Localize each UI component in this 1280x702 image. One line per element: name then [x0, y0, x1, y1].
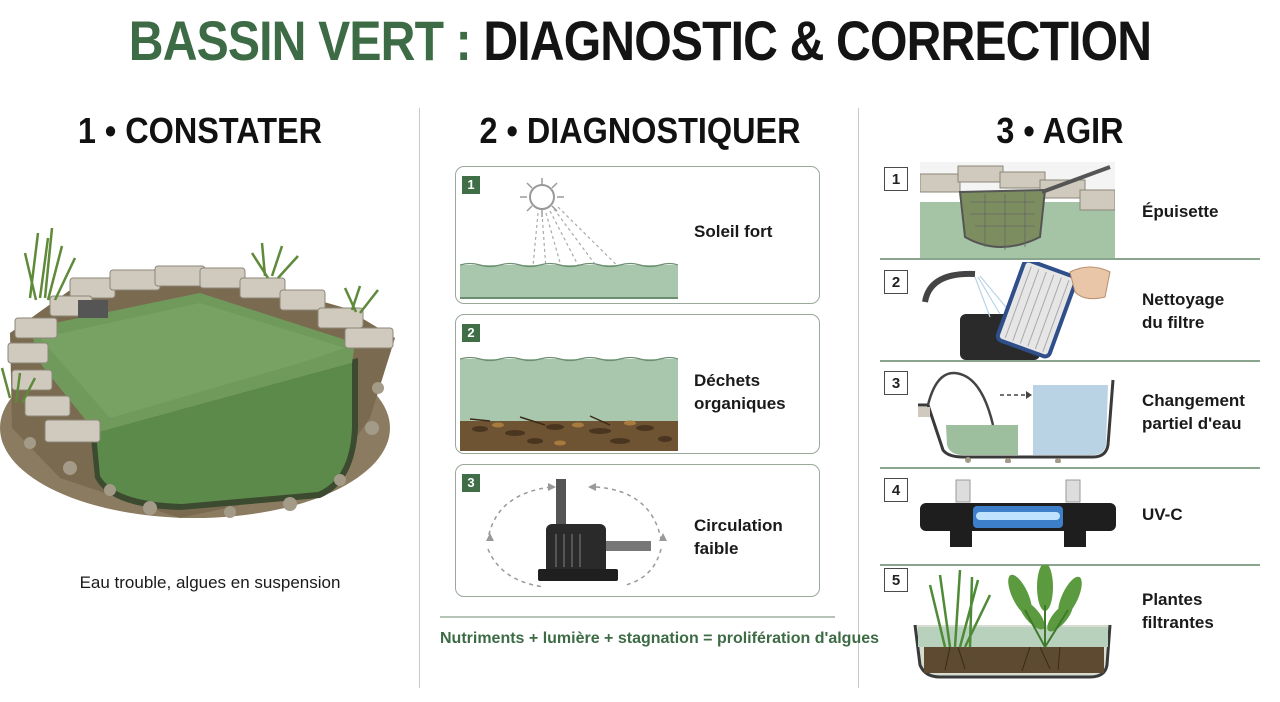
action-label-2: Nettoyage du filtre: [1142, 288, 1224, 334]
action-label-2-line-2: du filtre: [1142, 313, 1205, 332]
action-label-4-line-1: UV-C: [1142, 505, 1183, 524]
action-separator-4: [880, 564, 1260, 566]
title-part-2: DIAGNOSTIC & CORRECTION: [483, 9, 1152, 72]
title-part-1: BASSIN VERT :: [128, 9, 472, 72]
action-label-1-line-1: Épuisette: [1142, 202, 1219, 221]
pond-illustration: [0, 228, 400, 528]
constater-caption: Eau trouble, algues en suspension: [79, 573, 341, 592]
column-divider-2: [858, 108, 859, 688]
action-label-4: UV-C: [1142, 503, 1183, 526]
cause-label-2-line-1: Déchets: [694, 371, 761, 390]
water-change-icon: [918, 365, 1118, 463]
cause-label-2-line-2: organiques: [694, 394, 786, 413]
filter-cartridge-icon: [920, 262, 1120, 360]
cause-card-3: 3 Circulation faible: [455, 464, 820, 597]
action-label-3-line-1: Changement: [1142, 391, 1245, 410]
heading-agir: 3 • AGIR: [996, 110, 1124, 151]
page-title: BASSIN VERT : DIAGNOSTIC & CORRECTION: [90, 8, 1191, 73]
action-separator-1: [880, 258, 1260, 260]
action-badge-1: 1: [884, 167, 908, 191]
net-icon: [920, 162, 1115, 260]
action-label-5-line-1: Plantes: [1142, 590, 1203, 609]
cause-label-3: Circulation faible: [694, 514, 783, 560]
uv-lamp-icon: [918, 475, 1118, 555]
action-label-3: Changement partiel d'eau: [1142, 389, 1245, 435]
action-label-5-line-2: filtrantes: [1142, 613, 1214, 632]
action-label-1: Épuisette: [1142, 200, 1219, 223]
cause-label-1: Soleil fort: [694, 222, 773, 241]
cause-label-2: Déchets organiques: [694, 369, 786, 415]
action-separator-2: [880, 360, 1260, 362]
action-label-2-line-1: Nettoyage: [1142, 290, 1225, 309]
sun-icon: [460, 173, 685, 303]
column-divider-1: [419, 108, 420, 688]
cause-label-3-line-1: Circulation: [694, 516, 783, 535]
debris-illustration: [460, 321, 685, 451]
cause-badge-2: 2: [462, 324, 480, 342]
heading-constater: 1 • CONSTATER: [77, 110, 323, 151]
action-label-5: Plantes filtrantes: [1142, 588, 1214, 634]
heading-diagnostiquer: 2 • DIAGNOSTIQUER: [479, 110, 801, 151]
action-label-3-line-2: partiel d'eau: [1142, 414, 1242, 433]
cause-label-3-line-2: faible: [694, 539, 739, 558]
cause-badge-3: 3: [462, 474, 480, 492]
diagnostic-formula: Nutriments + lumière + stagnation = prol…: [440, 630, 880, 647]
action-badge-5: 5: [884, 568, 908, 592]
cause-card-1: 1 Soleil fort: [455, 166, 820, 304]
formula-rule: [440, 616, 835, 618]
pump-icon: [476, 469, 686, 594]
plants-icon: [910, 565, 1115, 680]
cause-card-2: 2 Déchets organiques: [455, 314, 820, 454]
cause-badge-1: 1: [462, 176, 480, 194]
action-badge-3: 3: [884, 371, 908, 395]
action-separator-3: [880, 467, 1260, 469]
action-badge-2: 2: [884, 270, 908, 294]
action-badge-4: 4: [884, 478, 908, 502]
